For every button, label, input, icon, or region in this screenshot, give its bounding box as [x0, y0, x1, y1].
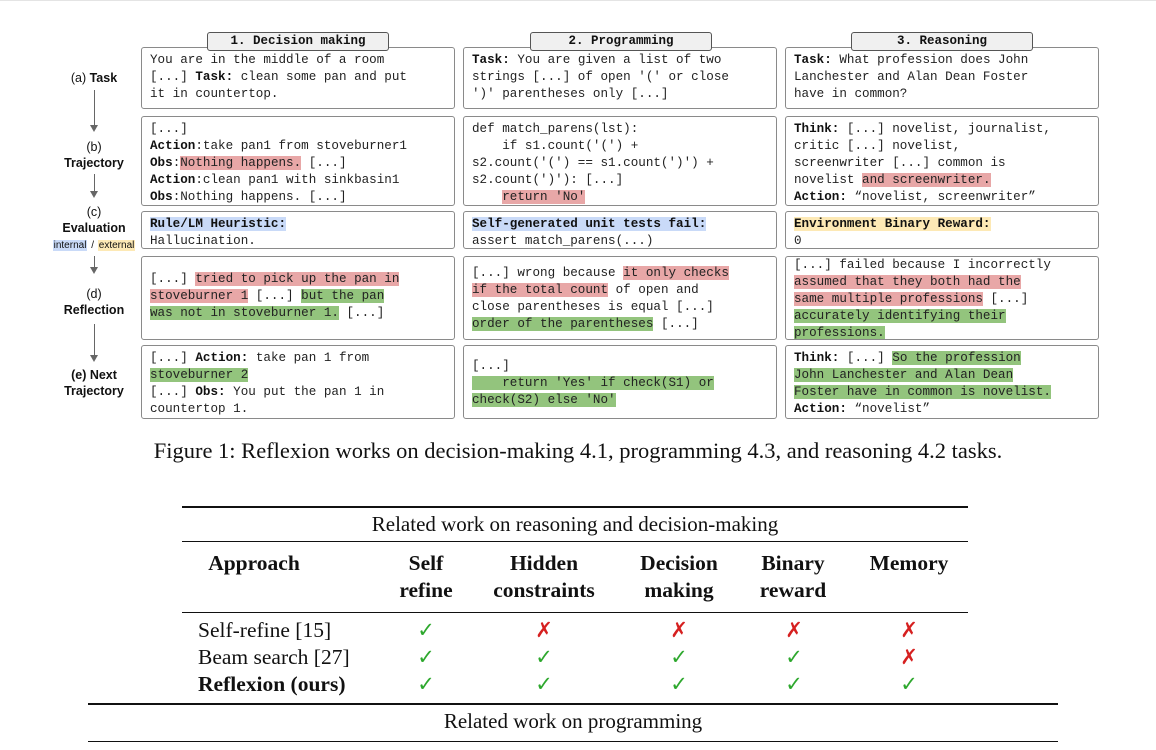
reasoning-reflection-box: [...] failed because I incorrectly assum… [785, 256, 1099, 340]
top-border [0, 0, 1156, 1]
header-memory: Memory [869, 551, 949, 575]
check-icon: ✓ [670, 672, 688, 696]
row-name-self-refine: Self-refine [15] [198, 618, 332, 642]
down-arrow-icon [90, 174, 98, 198]
cross-icon: ✗ [785, 618, 803, 642]
check-icon: ✓ [417, 645, 435, 669]
check-icon: ✓ [535, 672, 553, 696]
cross-icon: ✗ [535, 618, 553, 642]
row-label-task: (a) Task [70, 71, 118, 85]
row-label-reflection: (d)Reflection [63, 287, 125, 317]
programming-reflection-box: [...] wrong because it only checks if th… [463, 256, 777, 340]
down-arrow-icon [90, 256, 98, 274]
table-caption-reasoning: Related work on reasoning and decision-m… [371, 512, 779, 536]
column-header-reasoning: 3. Reasoning [851, 32, 1033, 51]
down-arrow-icon [90, 324, 98, 362]
programming-task-box: Task: You are given a list of two string… [463, 47, 777, 109]
column-header-programming: 2. Programming [530, 32, 712, 51]
programming-next-trajectory-box: [...] return 'Yes' if check(S1) or check… [463, 345, 777, 419]
check-icon: ✓ [417, 672, 435, 696]
reasoning-next-trajectory-box: Think: [...] So the profession John Lanc… [785, 345, 1099, 419]
decision-next-trajectory-box: [...] Action: take pan 1 from stoveburne… [141, 345, 455, 419]
programming-evaluation-box: Self-generated unit tests fail: assert m… [463, 211, 777, 249]
decision-trajectory-box: [...] Action:take pan1 from stoveburner1… [141, 116, 455, 206]
row-name-beam-search: Beam search [27] [198, 645, 350, 669]
reasoning-evaluation-box: Environment Binary Reward: 0 [785, 211, 1099, 249]
down-arrow-icon [90, 90, 98, 132]
header-approach: Approach [208, 551, 300, 575]
table-bottom-rule [88, 741, 1058, 742]
table-header-rule [182, 541, 968, 542]
check-icon: ✓ [900, 672, 918, 696]
decision-task-box: You are in the middle of a room [...] Ta… [141, 47, 455, 109]
row-name-reflexion: Reflexion (ours) [198, 672, 346, 696]
reasoning-task-box: Task: What profession does John Lanchest… [785, 47, 1099, 109]
check-icon: ✓ [670, 645, 688, 669]
table-body-rule [182, 612, 968, 613]
cross-icon: ✗ [900, 618, 918, 642]
column-header-decision-making: 1. Decision making [207, 32, 389, 51]
check-icon: ✓ [785, 645, 803, 669]
decision-evaluation-box: Rule/LM Heuristic: Hallucination. [141, 211, 455, 249]
cross-icon: ✗ [670, 618, 688, 642]
row-label-trajectory: (b)Trajectory [64, 140, 124, 170]
check-icon: ✓ [535, 645, 553, 669]
check-icon: ✓ [417, 618, 435, 642]
figure-caption: Figure 1: Reflexion works on decision-ma… [153, 438, 1003, 463]
cross-icon: ✗ [900, 645, 918, 669]
check-icon: ✓ [785, 672, 803, 696]
table-programming-rule [88, 703, 1058, 705]
table-top-rule [182, 506, 968, 508]
reasoning-trajectory-box: Think: [...] novelist, journalist, criti… [785, 116, 1099, 206]
row-label-evaluation: (c)Evaluation internal / external [52, 205, 136, 251]
decision-reflection-box: [...] tried to pick up the pan in stoveb… [141, 256, 455, 340]
programming-trajectory-box: def match_parens(lst): if s1.count('(') … [463, 116, 777, 206]
table-caption-programming: Related work on programming [443, 709, 703, 733]
